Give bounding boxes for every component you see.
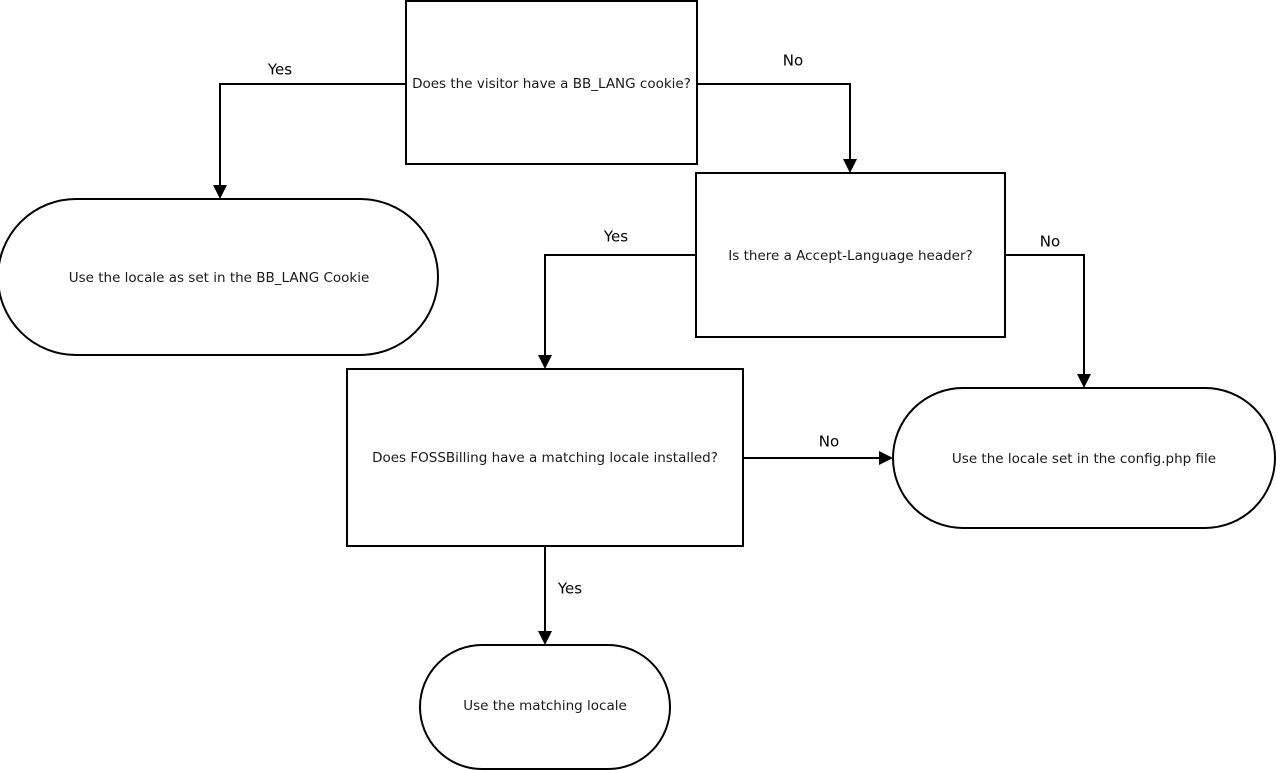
edge-cookie-no-line — [697, 83, 851, 165]
edge-cookie-no: No — [697, 52, 857, 173]
edge-header-no-line — [1005, 254, 1085, 380]
node-use-matching-locale-shape[interactable] — [419, 644, 671, 770]
edge-header-no-arrowhead — [1077, 374, 1091, 388]
edge-matching-yes-arrowhead — [538, 631, 552, 645]
node-use-matching-locale-label: Use the matching locale — [463, 698, 627, 714]
edge-label-header-yes: Yes — [603, 228, 628, 246]
edge-header-yes: Yes — [538, 228, 696, 369]
node-matching-locale-decision-shape[interactable] — [346, 368, 744, 547]
edge-label-header-no: No — [1040, 233, 1060, 251]
edge-cookie-no-arrowhead — [843, 159, 857, 173]
edge-cookie-yes: Yes — [213, 61, 406, 199]
node-accept-language-decision[interactable]: Is there a Accept-Language header? — [695, 172, 1006, 338]
node-cookie-decision-shape[interactable] — [405, 0, 698, 165]
node-use-config-locale-shape[interactable] — [892, 387, 1276, 529]
node-use-config-locale-label: Use the locale set in the config.php fil… — [952, 451, 1216, 467]
edge-label-matching-no: No — [819, 433, 839, 451]
edge-header-yes-arrowhead — [538, 355, 552, 369]
edge-group: Yes No Yes No — [213, 52, 1091, 645]
node-use-matching-locale[interactable]: Use the matching locale — [419, 644, 671, 770]
edge-header-no: No — [1005, 233, 1091, 388]
node-matching-locale-decision[interactable]: Does FOSSBilling have a matching locale … — [346, 368, 744, 547]
edge-cookie-yes-arrowhead — [213, 185, 227, 199]
edge-matching-no-arrowhead — [879, 451, 893, 465]
edge-label-cookie-yes: Yes — [267, 61, 292, 79]
node-accept-language-decision-label: Is there a Accept-Language header? — [728, 248, 972, 264]
node-use-cookie-locale[interactable]: Use the locale as set in the BB_LANG Coo… — [0, 198, 439, 356]
edge-header-yes-line — [544, 254, 696, 361]
node-use-cookie-locale-shape[interactable] — [0, 198, 439, 356]
node-cookie-decision[interactable]: Does the visitor have a BB_LANG cookie? — [405, 0, 698, 165]
edge-matching-no: No — [743, 433, 893, 465]
node-use-config-locale[interactable]: Use the locale set in the config.php fil… — [892, 387, 1276, 529]
edge-label-cookie-no: No — [783, 52, 803, 70]
edge-matching-yes: Yes — [538, 546, 582, 645]
node-matching-locale-decision-label: Does FOSSBilling have a matching locale … — [372, 450, 718, 466]
edge-cookie-yes-line — [219, 83, 406, 191]
edge-label-matching-yes: Yes — [557, 580, 582, 598]
node-accept-language-decision-shape[interactable] — [695, 172, 1006, 338]
node-use-cookie-locale-label: Use the locale as set in the BB_LANG Coo… — [69, 270, 370, 286]
node-cookie-decision-label: Does the visitor have a BB_LANG cookie? — [412, 76, 691, 92]
